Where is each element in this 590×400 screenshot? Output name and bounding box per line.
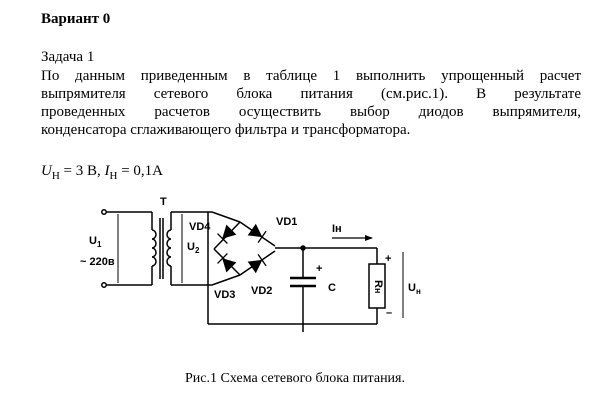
vd3-label: VD3 — [214, 289, 235, 301]
u2-label: U2 — [187, 241, 200, 255]
transformer-symbol — [151, 211, 208, 286]
mains-voltage-label: ~ 220в — [80, 256, 115, 268]
voltage-symbol: U — [41, 163, 52, 179]
vd2-label: VD2 — [251, 285, 272, 297]
voltage-subscript: Н — [51, 170, 60, 182]
transformer-label: T — [160, 196, 167, 208]
task-line-3: проведенных расчетов осуществить выбор д… — [41, 104, 581, 120]
capacitor-label: C — [328, 282, 336, 294]
current-value: = 0,1А — [117, 163, 164, 179]
diode-vd4 — [217, 224, 237, 244]
task-heading: Задача 1 — [41, 49, 95, 65]
output-voltage-label: Uн — [408, 282, 421, 296]
diode-bridge — [217, 223, 267, 274]
capacitor-plus: + — [316, 263, 322, 275]
vd1-label: VD1 — [276, 216, 297, 228]
task-line-1: По данным приведенным в таблице 1 выполн… — [41, 68, 581, 84]
diode-vd3 — [217, 253, 237, 273]
load-resistor — [368, 248, 386, 324]
diode-vd1 — [247, 223, 267, 243]
current-label: Iн — [332, 223, 342, 235]
output-plus: + — [385, 253, 391, 265]
vd4-label: VD4 — [189, 221, 211, 233]
primary-terminals — [101, 209, 153, 288]
given-values: UН = 3 В, IН = 0,1А — [41, 163, 163, 182]
output-minus: – — [386, 307, 392, 319]
variant-title: Вариант 0 — [41, 11, 111, 27]
task-line-4: конденсатора сглаживающего фильтра и тра… — [41, 122, 411, 138]
diode-vd2 — [247, 254, 267, 274]
bridge-wiring — [207, 211, 377, 325]
current-subscript: Н — [109, 170, 118, 182]
task-line-2: выпрямителя сетевого блока питания (см.р… — [41, 86, 581, 102]
task-description: По данным приведенным в таблице 1 выполн… — [41, 67, 581, 139]
voltage-value: = 3 В, — [59, 163, 105, 179]
u1-label: U1 — [89, 235, 102, 249]
figure-caption: Рис.1 Схема сетевого блока питания. — [185, 371, 405, 386]
current-symbol: I — [104, 163, 110, 179]
resistor-label: Rн — [372, 280, 384, 293]
capacitor — [290, 245, 316, 332]
